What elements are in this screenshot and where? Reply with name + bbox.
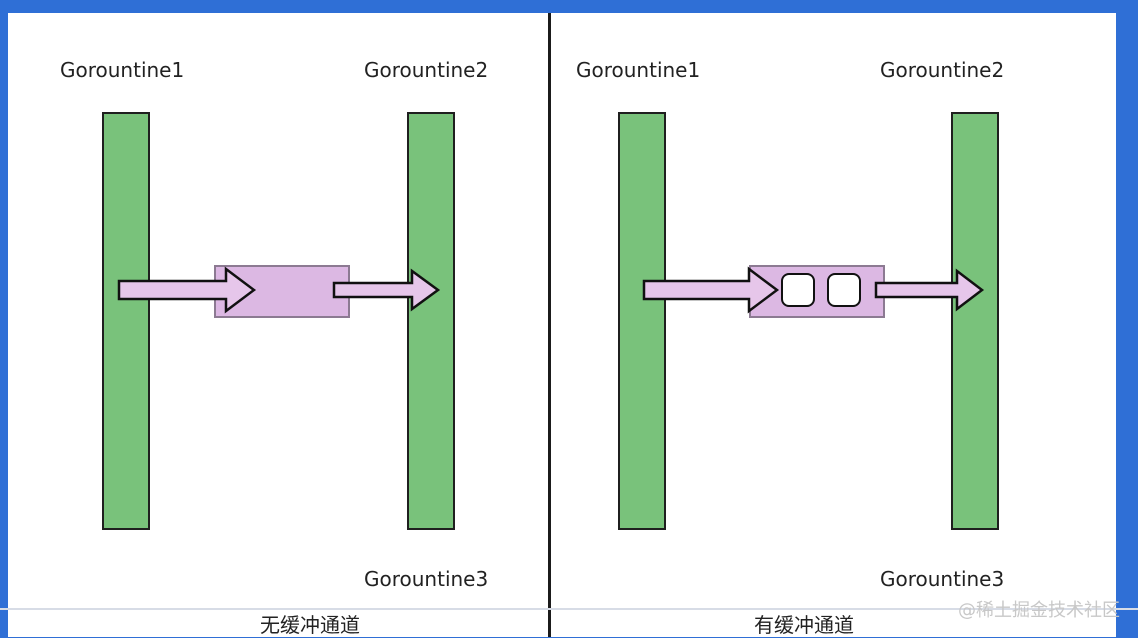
panel-divider: [548, 13, 551, 637]
right-goroutine2-label: Gorountine2: [880, 58, 1005, 82]
left-caption: 无缓冲通道: [260, 613, 360, 637]
right-send-arrow: [642, 266, 780, 314]
buffer-slot: [781, 273, 815, 307]
right-goroutine2-bar: [951, 112, 999, 530]
left-goroutine1-label: Gorountine1: [60, 58, 185, 82]
right-goroutine1-label: Gorountine1: [576, 58, 701, 82]
left-goroutine3-label: Gorountine3: [364, 567, 489, 591]
slide: Gorountine1 Gorountine2 Gorountine3 Goro…: [8, 13, 1116, 637]
right-caption: 有缓冲通道: [754, 613, 854, 637]
right-receive-arrow: [874, 268, 985, 312]
right-goroutine1-bar: [618, 112, 666, 530]
left-goroutine2-label: Gorountine2: [364, 58, 489, 82]
left-receive-arrow: [332, 268, 441, 312]
arrows-layer: [117, 266, 985, 314]
buffer-slot: [827, 273, 861, 307]
left-goroutine1-bar: [102, 112, 150, 530]
bottom-rule: [0, 608, 1138, 610]
left-goroutine2-bar: [407, 112, 455, 530]
watermark: @稀土掘金技术社区: [958, 600, 1120, 621]
left-send-arrow: [117, 266, 257, 314]
right-goroutine3-label: Gorountine3: [880, 567, 1005, 591]
